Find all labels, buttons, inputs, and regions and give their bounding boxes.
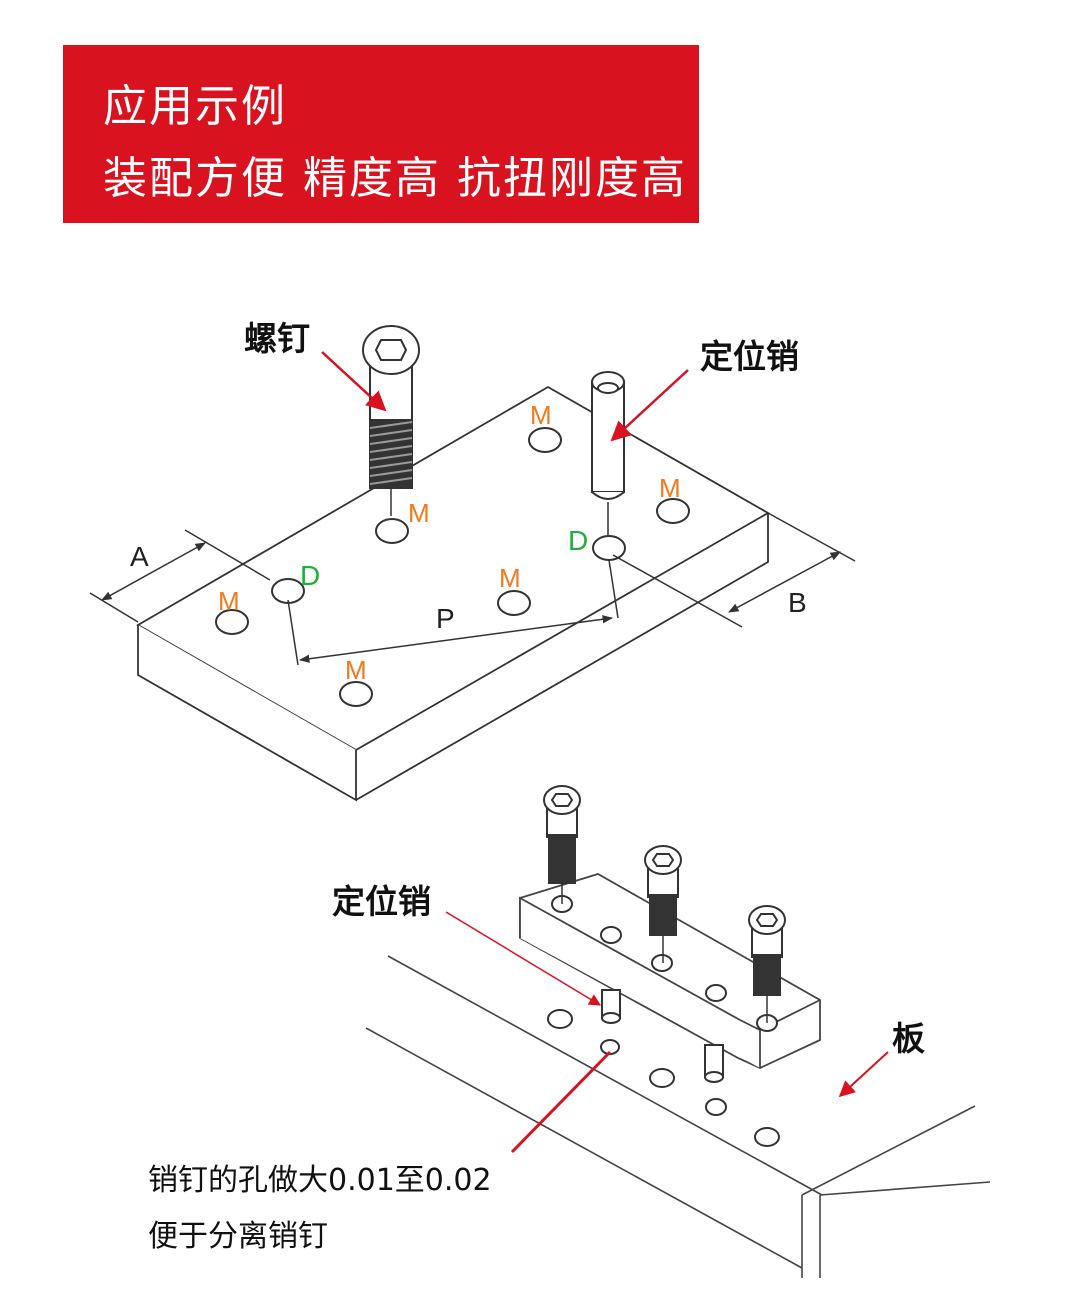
- screw-label: 螺钉: [244, 319, 310, 358]
- title-banner: 应用示例 装配方便 精度高 抗扭刚度高: [63, 45, 699, 223]
- pin-1-icon: [601, 989, 621, 1024]
- mark-d2: D: [568, 525, 588, 556]
- hole-m2: [656, 498, 690, 524]
- screw-1-icon: [543, 785, 581, 904]
- plate-label: 板: [892, 1019, 925, 1058]
- bottom-screws: [543, 785, 786, 1023]
- bottom-pins: [601, 989, 724, 1083]
- mark-d1: D: [300, 560, 320, 591]
- screw-arrow: [321, 351, 387, 412]
- bar-holes: [551, 895, 778, 1032]
- note-line-2: 便于分离销钉: [148, 1219, 328, 1254]
- base-plate: [365, 955, 991, 1278]
- mark-m2: M: [659, 473, 681, 503]
- mark-m4: M: [499, 563, 521, 593]
- note-line-1: 销钉的孔做大0.01至0.02: [148, 1163, 492, 1198]
- dim-label-p: P: [436, 603, 455, 634]
- hole-d2: [592, 535, 626, 561]
- pin-arrow-top: [610, 369, 689, 442]
- dimension-lines: [89, 512, 856, 666]
- banner-subtitle: 装配方便 精度高 抗扭刚度高: [103, 153, 687, 204]
- pin-2-icon: [704, 1044, 724, 1083]
- mark-m6: M: [345, 655, 367, 685]
- mark-m5: M: [218, 586, 240, 616]
- base-holes: [547, 1009, 780, 1147]
- hole-m1: [528, 427, 562, 453]
- screw-icon: [362, 325, 420, 516]
- note-arrow: [510, 1050, 612, 1154]
- pin-arrow-bottom: [445, 911, 602, 1006]
- plate-arrow: [838, 1051, 889, 1098]
- hole-m6: [339, 681, 373, 707]
- hole-m5: [215, 609, 249, 635]
- hole-m4: [497, 590, 531, 616]
- screw-3-icon: [748, 905, 786, 1023]
- banner-title: 应用示例: [103, 81, 287, 132]
- screw-2-icon: [644, 845, 682, 963]
- pin-label-top: 定位销: [700, 337, 799, 376]
- mark-m1: M: [530, 400, 552, 430]
- mark-m3: M: [408, 498, 430, 528]
- pin-label-bottom: 定位销: [332, 882, 431, 921]
- hole-m3: [375, 518, 409, 544]
- clamp-bar: [519, 873, 821, 1069]
- dim-label-a: A: [130, 541, 149, 572]
- locating-pin-icon: [591, 371, 625, 536]
- dim-label-b: B: [788, 587, 807, 618]
